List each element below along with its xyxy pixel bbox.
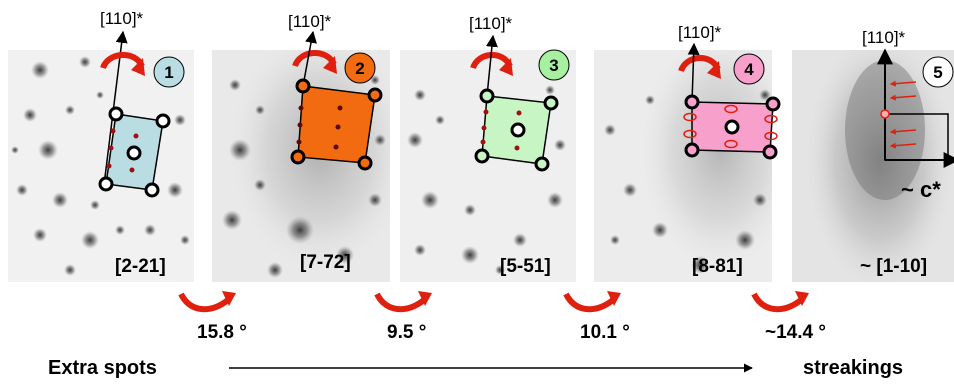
panel-5-streak-arrow [889,80,917,87]
panel-1-diffraction-pattern [11,56,190,276]
panel-2-overlay: [110]* 2 [7-72] [288,12,383,273]
panel-2-number-badge [344,52,376,84]
panel-5-c-star-label: ~ c* [901,177,941,202]
panel-5-unit-cell [884,113,949,161]
panel-4-axis-110 [687,42,700,103]
panel-3-axis-110 [485,34,498,97]
panel-5-axis-label: [110]* [862,28,906,47]
panel-5-number: 5 [933,63,942,82]
panel-1-zone-axis: [2-21] [115,256,166,277]
panel-5 [792,50,954,282]
panel-2-number: 2 [355,59,364,78]
bottom-left-label: Extra spots [48,357,157,379]
transition-3-angle: 10.1 ° [580,322,630,343]
panel-2-axis-label: [110]* [288,12,332,31]
panel-2-zone-axis: [7-72] [300,252,351,273]
panel-3-number: 3 [549,56,558,75]
panel-3-axis-label: [110]* [469,14,513,33]
transition-2-rotation-icon [374,292,426,312]
panel-5-overlay: [110]* 5 ~ c* ~ [1-10] [860,28,954,277]
panel-4-axis-label: [110]* [678,23,722,42]
transition-2-angle: 9.5 ° [387,322,426,343]
panel-3-zone-axis: [5-51] [500,256,551,277]
panel-1-background [8,50,194,282]
transition-4-rotation-icon [751,292,803,312]
transition-1: 15.8 ° [178,291,247,343]
transition-1-rotation-icon [178,292,230,312]
panel-2-axis-110 [302,30,317,87]
panel-4-overlay: [110]* 4 [8-81] [678,23,781,277]
panel-1 [8,50,194,282]
panel-1-number: 1 [164,63,173,82]
transition-4: ~14.4 ° [751,291,826,343]
panel-4-zone-axis: [8-81] [692,256,743,277]
panel-4-number-badge [733,53,765,85]
panel-2-unit-cell [297,85,376,164]
transition-1-angle: 15.8 ° [197,322,247,343]
panel-3-number-badge [538,49,570,81]
panel-1-overlay: [110]* 1 [2-21] [98,9,185,277]
transition-3: 10.1 ° [563,291,630,343]
panel-3-overlay: [110]* 3 [5-51] [469,14,570,277]
panel-1-number-badge [153,56,185,88]
transition-2: 9.5 ° [374,291,432,343]
panel-5-number-badge [922,56,954,88]
panel-5-zone-axis: ~ [1-10] [860,256,927,277]
panel-4 [594,50,772,282]
bottom-right-label: streakings [803,357,903,379]
transition-3-rotation-icon [563,292,615,312]
panel-1-axis-label: [110]* [100,9,144,28]
panel-3-diffraction-pattern [407,85,566,275]
panel-4-number: 4 [744,60,754,79]
transition-4-angle: ~14.4 ° [765,322,826,343]
